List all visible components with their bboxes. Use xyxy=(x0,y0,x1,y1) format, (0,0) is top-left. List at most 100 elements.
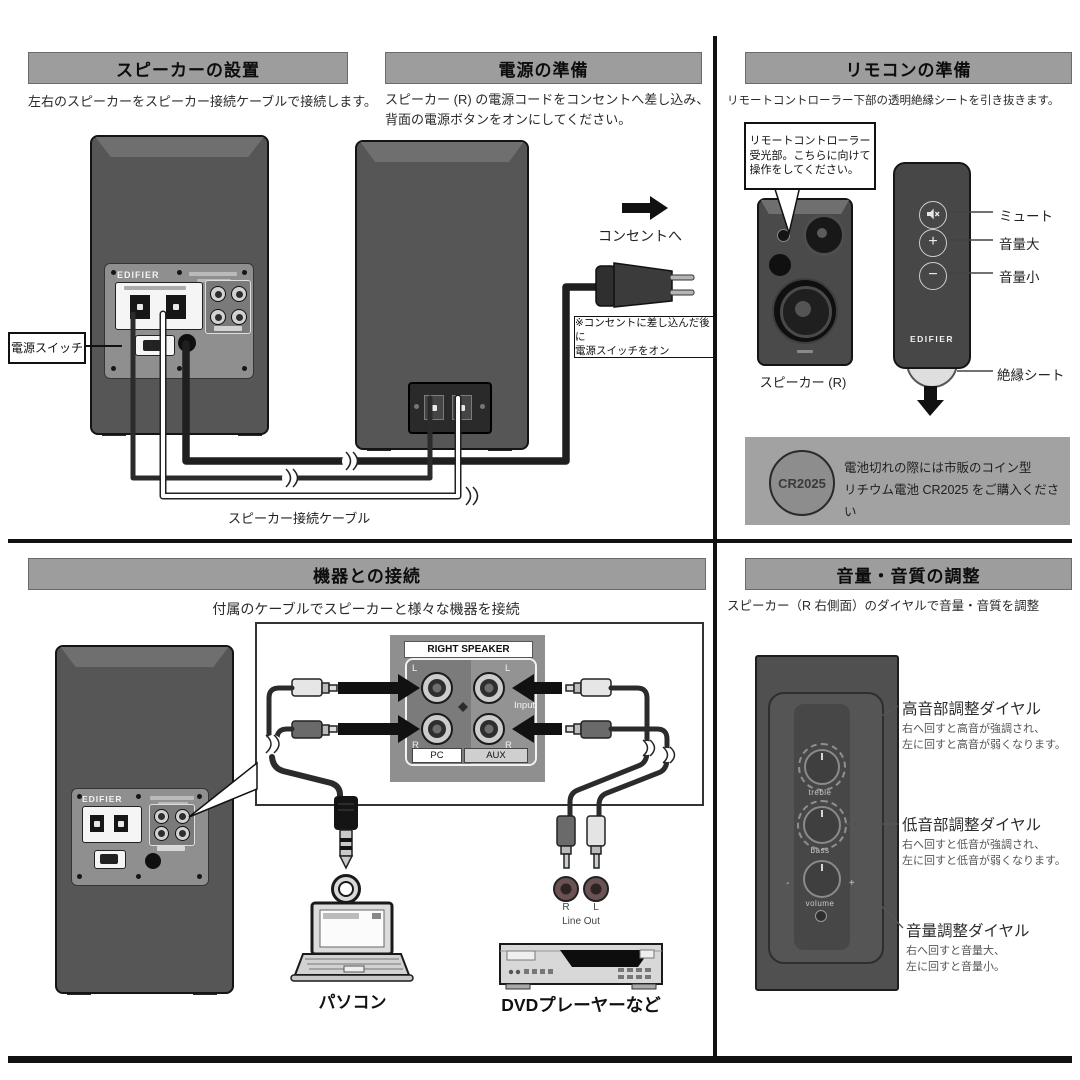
power-cord-gland xyxy=(145,853,161,869)
power-led xyxy=(815,910,827,922)
bass-dial-title: 低音部調整ダイヤル xyxy=(902,817,1042,834)
horizontal-divider xyxy=(8,539,1072,543)
power-section-title: 電源の準備 xyxy=(385,52,702,84)
mini-jack-ring-icon xyxy=(331,874,361,904)
bass-knob-label: bass xyxy=(810,846,830,855)
power-cord-gland xyxy=(178,334,196,352)
bottom-bar xyxy=(8,1056,1072,1063)
volume-dial-title: 音量調整ダイヤル xyxy=(906,923,1030,940)
right-arrow-icon xyxy=(622,196,668,220)
adjust-section-title: 音量・音質の調整 xyxy=(745,558,1072,590)
tweeter-cap xyxy=(817,228,827,238)
power-switch-callout-text: 電源スイッチ xyxy=(10,340,83,355)
rca-plugs-vertical xyxy=(556,815,606,869)
dvd-device-label: DVDプレーヤーなど xyxy=(501,995,661,1015)
remote-title-text: リモコンの準備 xyxy=(845,60,972,80)
volume-down-label: 音量小 xyxy=(999,270,1040,285)
bass-knob[interactable] xyxy=(803,806,841,844)
battery-note-box: CR2025 電池切れの際には市販のコイン型 リチウム電池 CR2025 をご購… xyxy=(745,437,1070,525)
woofer-cap xyxy=(795,301,811,317)
dvd-player-icon xyxy=(499,943,663,990)
power-description: スピーカー (R) の電源コードをコンセントへ差し込み、 背面の電源ボタンをオン… xyxy=(385,92,710,127)
mute-icon xyxy=(927,208,940,220)
lineout-jacks xyxy=(553,876,609,902)
remote-section-title: リモコンの準備 xyxy=(745,52,1072,84)
sheet-label: 絶縁シート xyxy=(997,368,1065,383)
volume-knob[interactable] xyxy=(803,860,841,898)
power-title-text: 電源の準備 xyxy=(498,60,589,80)
minus-glyph: − xyxy=(928,266,938,283)
brand-label: EDIFIER xyxy=(82,794,123,804)
pc-tab-text: PC xyxy=(430,750,444,761)
terminal-clip xyxy=(452,395,472,420)
volume-down-button[interactable]: − xyxy=(919,262,947,290)
aux-tab-text: AUX xyxy=(486,750,506,761)
ir-sensor xyxy=(777,229,790,242)
remote-brand-label: EDIFIER xyxy=(909,334,955,344)
speaker-top-bevel xyxy=(360,142,524,162)
lineout-l-label: L xyxy=(593,902,599,913)
power-switch-callout: 電源スイッチ xyxy=(8,332,86,364)
battery-note-text: 電池切れの際には市販のコイン型 リチウム電池 CR2025 をご購入ください xyxy=(844,461,1060,519)
setup-title-text: スピーカーの設置 xyxy=(116,60,260,80)
power-switch xyxy=(94,850,126,869)
battery-model: CR2025 xyxy=(778,475,826,491)
power-note-text: ※コンセントに差し込んだ後に 電源スイッチをオン xyxy=(575,316,710,358)
volume-knob-label: volume xyxy=(805,899,835,908)
plus-glyph: + xyxy=(928,233,938,250)
jack-l-label: L xyxy=(505,663,511,674)
outlet-label: コンセントへ xyxy=(598,228,682,244)
speaker-top-bevel xyxy=(95,137,264,157)
jack-l-label: L xyxy=(412,663,418,674)
laptop-icon xyxy=(290,901,414,982)
adjust-description: スピーカー（R 右側面）のダイヤルで音量・音質を調整 xyxy=(727,599,1040,613)
power-note-box: ※コンセントに差し込んだ後に 電源スイッチをオン xyxy=(574,316,714,358)
treble-tick-ring xyxy=(798,743,846,791)
speaker-output-terminal xyxy=(82,806,142,843)
brand-label: EDIFIER xyxy=(117,270,160,280)
remote-description: リモートコントローラー下部の透明絶縁シートを引き抜きます。 xyxy=(727,95,1060,107)
terminal-clip xyxy=(130,295,150,319)
treble-dial-desc: 右へ回すと高音が強調され、 左に回すと高音が弱くなります。 xyxy=(902,723,1066,751)
devices-title-text: 機器との接続 xyxy=(313,566,421,586)
pc-tab: PC xyxy=(412,748,462,763)
bass-tick-ring xyxy=(797,800,847,850)
aux-tab: AUX xyxy=(464,748,528,763)
jack-r-label: R xyxy=(412,740,419,751)
speaker-top-bevel xyxy=(60,647,229,667)
input-label: Input xyxy=(514,700,536,711)
speaker-top-bevel xyxy=(760,200,850,214)
rear-panel: EDIFIER xyxy=(104,263,254,379)
lineout-label: Line Out xyxy=(562,916,600,927)
speaker-cable-label: スピーカー接続ケーブル xyxy=(228,511,371,526)
panel-title-text: RIGHT SPEAKER xyxy=(427,644,510,655)
speaker-r-label: スピーカー (R) xyxy=(759,375,847,390)
volume-up-button[interactable]: + xyxy=(919,229,947,257)
pc-device-label: パソコン xyxy=(318,993,387,1012)
ir-sensor-callout-text: リモートコントローラー 受光部。こちらに向けて 操作をしてください。 xyxy=(749,134,871,177)
mini-plug-icon xyxy=(334,796,358,870)
setup-section-title: スピーカーの設置 xyxy=(28,52,348,84)
jack-r-label: R xyxy=(505,740,512,751)
right-speaker-panel: RIGHT SPEAKER L L R R Input PC AUX xyxy=(390,635,545,782)
power-switch xyxy=(135,335,175,356)
mute-button[interactable] xyxy=(919,201,947,229)
bass-duct xyxy=(767,252,793,278)
lineout-r-label: R xyxy=(562,902,570,913)
rear-panel-2: EDIFIER xyxy=(71,788,209,886)
cable-break-marks xyxy=(282,451,479,506)
treble-knob-label: treble xyxy=(808,788,832,797)
volume-up-label: 音量大 xyxy=(999,237,1040,252)
terminal-clip xyxy=(114,815,128,832)
rca-input-cluster xyxy=(205,280,251,334)
power-plug-icon xyxy=(595,262,695,308)
front-brand-bar xyxy=(797,350,813,353)
terminal-clip xyxy=(166,295,186,319)
devices-description: 付属のケーブルでスピーカーと様々な機器を接続 xyxy=(212,601,520,617)
bass-dial-desc: 右へ回すと低音が強調され、 左に回すと低音が弱くなります。 xyxy=(902,839,1066,867)
vertical-divider xyxy=(713,36,717,1057)
terminal-clip xyxy=(424,395,444,420)
remote-control: + − EDIFIER xyxy=(893,162,971,369)
passive-terminal-panel xyxy=(408,382,492,434)
treble-knob[interactable] xyxy=(804,749,840,785)
